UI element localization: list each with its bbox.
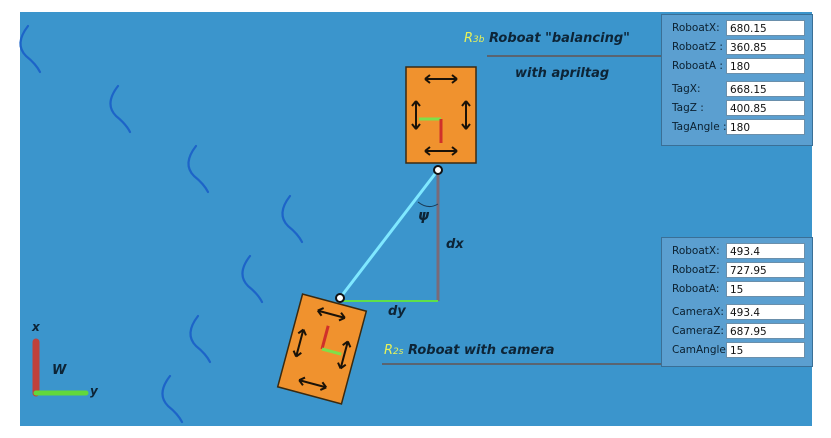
- bottom-caption-r-sub: 2s: [393, 347, 404, 357]
- top-caption: R3b Roboat "balancing": [464, 31, 630, 46]
- wave-arc-icon: [241, 254, 264, 304]
- field-label: CameraZ:: [672, 325, 724, 337]
- bottom-boat: [276, 293, 368, 405]
- bottom-caption-title: Roboat with camera: [408, 343, 555, 358]
- tag-angle-field[interactable]: 180: [726, 119, 805, 135]
- dy-label: dy: [388, 304, 406, 319]
- field-label: RoboatZ:: [672, 264, 720, 276]
- top-caption-title: Roboat "balancing": [489, 31, 630, 46]
- wave-arc-icon: [189, 314, 212, 364]
- top-roboat-panel: RoboatX: 680.15 RoboatZ :360.85 RoboatA :…: [661, 14, 813, 146]
- roboat-z-field[interactable]: 360.85: [726, 39, 805, 55]
- double-arrow-icon: [411, 100, 421, 130]
- top-caption-r: R: [464, 31, 474, 46]
- psi-angle-arc: [417, 201, 439, 208]
- wave-arc-icon: [19, 24, 42, 74]
- axis-y-label: y: [90, 384, 98, 398]
- roboat-x-field[interactable]: 680.15: [726, 20, 805, 36]
- bottom-roboat-panel: RoboatX:493.4 RoboatZ:727.95 RoboatA:15 …: [661, 237, 813, 367]
- camera-z-field[interactable]: 687.95: [726, 323, 805, 339]
- waves-group: [19, 24, 304, 424]
- field-label: TagX:: [672, 83, 701, 95]
- double-arrow-icon: [316, 307, 346, 322]
- field-label: RoboatA:: [672, 283, 720, 295]
- field-label: TagAngle :: [672, 121, 727, 133]
- top-joint: [433, 165, 443, 175]
- roboat-a-field[interactable]: 15: [726, 281, 805, 297]
- top-caption-line2: with apriltag: [515, 66, 610, 81]
- double-arrow-icon: [424, 146, 458, 156]
- bottom-joint: [335, 293, 345, 303]
- bottom-caption-r: R: [384, 343, 394, 358]
- double-arrow-icon: [424, 74, 458, 84]
- bottom-caption: R2s Roboat with camera: [384, 343, 555, 358]
- top-caption-r-sub: 3b: [473, 35, 485, 45]
- boat-x-axis: [320, 325, 330, 350]
- link-line: [338, 169, 440, 299]
- wave-arc-icon: [109, 84, 132, 134]
- wave-arc-icon: [281, 194, 304, 244]
- roboat-x-field[interactable]: 493.4: [726, 243, 805, 259]
- wave-arc-icon: [187, 144, 210, 194]
- field-label: RoboatX:: [672, 22, 720, 34]
- double-arrow-icon: [298, 376, 328, 391]
- psi-label: ψ: [418, 208, 430, 224]
- cam-angle-field[interactable]: 15: [726, 342, 805, 358]
- field-label: RoboatX:: [672, 245, 720, 257]
- field-label: RoboatA :: [672, 60, 723, 72]
- double-arrow-icon: [337, 340, 352, 370]
- dx-label: dx: [446, 237, 464, 252]
- boat-y-axis: [321, 347, 342, 356]
- roboat-a-field[interactable]: 180: [726, 58, 805, 74]
- wave-arc-icon: [161, 374, 184, 424]
- field-label: TagZ :: [672, 102, 704, 114]
- field-label: CameraX:: [672, 306, 724, 318]
- double-arrow-icon: [461, 100, 471, 130]
- roboat-z-field[interactable]: 727.95: [726, 262, 805, 278]
- field-label: RoboatZ :: [672, 41, 723, 53]
- axis-x-label: x: [32, 320, 40, 334]
- tag-x-field[interactable]: 668.15: [726, 81, 805, 97]
- field-label: CamAngle:: [672, 344, 730, 356]
- camera-x-field[interactable]: 493.4: [726, 304, 805, 320]
- top-boat-hull: [405, 66, 477, 164]
- top-boat: [405, 66, 477, 164]
- double-arrow-icon: [292, 328, 307, 358]
- frame-label: W: [52, 363, 67, 378]
- tag-z-field[interactable]: 400.85: [726, 100, 805, 116]
